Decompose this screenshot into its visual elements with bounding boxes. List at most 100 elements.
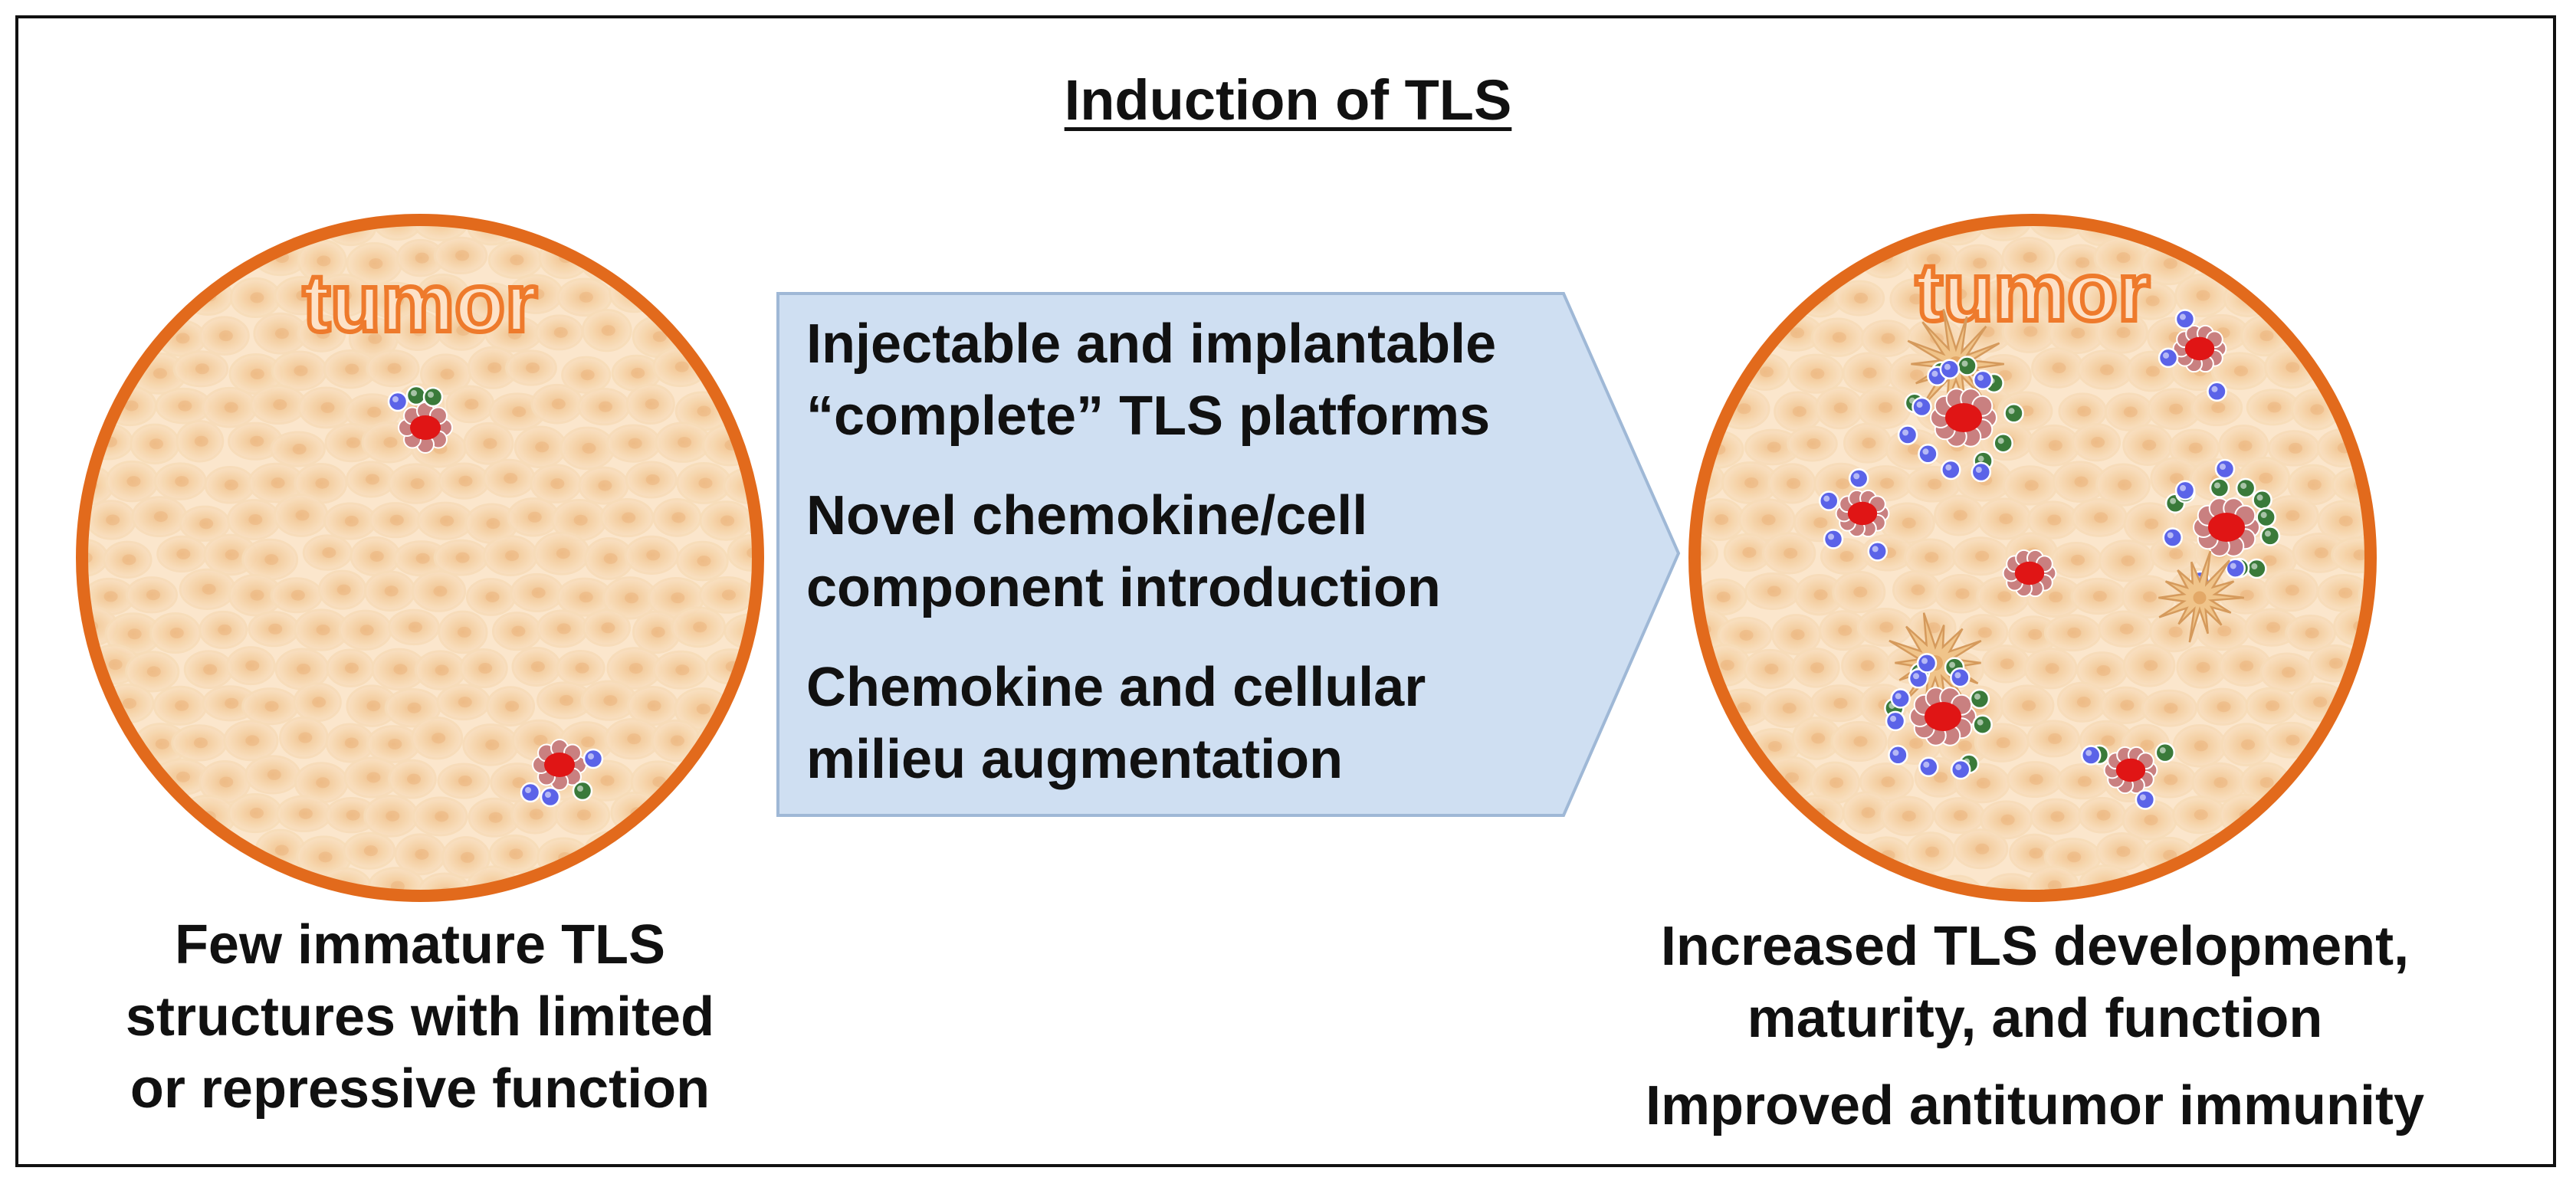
cell-nucleus [488, 812, 503, 823]
tissue-cell [85, 835, 111, 878]
tissue-cell [1762, 241, 1816, 284]
tissue-cell [1596, 274, 1650, 314]
arrow-shape [776, 292, 1681, 817]
tissue-cell [2364, 223, 2368, 244]
cell-nucleus [718, 735, 733, 746]
cell-nucleus [1976, 777, 1990, 789]
cell-nucleus [622, 512, 636, 523]
cell-nucleus [248, 514, 263, 526]
cell-nucleus [410, 478, 425, 490]
cell-nucleus [697, 556, 711, 567]
cell-nucleus [103, 591, 118, 602]
cell-nucleus [245, 735, 260, 746]
cell-nucleus [126, 843, 141, 854]
tls-core [2115, 758, 2146, 782]
tissue-cell [2095, 311, 2148, 354]
tissue-cell [767, 243, 819, 282]
cell-nucleus [2358, 326, 2368, 338]
tissue-cell [133, 275, 185, 317]
tissue-cell [2214, 223, 2265, 244]
cell-nucleus [179, 847, 194, 858]
cell-nucleus [435, 811, 449, 822]
cell-nucleus [346, 437, 360, 448]
tissue-cell [172, 350, 229, 388]
cell-nucleus [104, 880, 119, 891]
cell-nucleus [264, 700, 279, 712]
tissue-cell [2366, 871, 2368, 893]
t-cell-highlight [1977, 455, 1984, 462]
cell-nucleus [1645, 400, 1659, 411]
cell-nucleus [2164, 703, 2178, 714]
cell-nucleus [1742, 774, 1757, 786]
tissue-cell [1794, 867, 1845, 893]
cell-nucleus [485, 591, 500, 602]
cell-nucleus [478, 663, 493, 674]
cell-nucleus [2050, 811, 2065, 822]
cell-nucleus [651, 258, 665, 270]
cell-nucleus [719, 223, 733, 229]
cell-nucleus [1716, 591, 1731, 602]
b-cell-highlight [2167, 532, 2174, 539]
b-cell [1911, 396, 1932, 418]
cell-nucleus [2410, 701, 2423, 712]
cell-nucleus [1618, 289, 1632, 300]
tissue-cell [2310, 223, 2363, 241]
cell-nucleus [598, 401, 612, 412]
tissue-cell [14, 904, 64, 941]
cell-nucleus [2242, 887, 2256, 893]
cell-nucleus [55, 366, 69, 376]
cell-nucleus [264, 554, 279, 566]
t-cell-highlight [1961, 360, 1968, 367]
cell-nucleus [106, 223, 120, 229]
cell-nucleus [2353, 549, 2368, 561]
cell-nucleus [1741, 254, 1755, 265]
tissue-cell [1839, 869, 1889, 893]
t-cell [405, 385, 427, 406]
cell-nucleus [85, 851, 94, 863]
tissue-cell [1974, 223, 2033, 241]
cell-nucleus [250, 223, 264, 231]
cell-nucleus [720, 515, 735, 526]
cell-nucleus [273, 399, 287, 411]
cell-nucleus [389, 295, 404, 307]
cell-nucleus [1925, 846, 1940, 858]
cell-nucleus [408, 622, 422, 633]
cell-nucleus [2285, 585, 2299, 596]
cell-nucleus [2263, 555, 2277, 566]
tissue-cell [85, 799, 138, 837]
tissue-cell [1605, 358, 1655, 392]
cell-nucleus [579, 592, 593, 603]
cell-nucleus [2338, 587, 2353, 599]
cell-nucleus [798, 918, 812, 929]
dendritic-nucleus [2193, 591, 2207, 605]
cell-nucleus [123, 777, 138, 789]
tissue-cell [85, 346, 133, 389]
t-cell [1957, 356, 1977, 376]
cell-nucleus [2048, 733, 2062, 744]
cell-nucleus [386, 810, 400, 822]
cell-nucleus [1934, 772, 1948, 783]
cell-nucleus [2142, 591, 2157, 602]
cell-nucleus [37, 324, 51, 335]
tls-core [2184, 336, 2215, 361]
cell-nucleus [579, 882, 593, 893]
cell-nucleus [149, 438, 163, 450]
b-cell [2174, 309, 2196, 330]
cell-nucleus [55, 807, 69, 818]
cell-nucleus [315, 477, 330, 489]
tissue-cell [12, 689, 67, 729]
cell-nucleus [14, 512, 28, 523]
cell-nucleus [85, 404, 89, 415]
cell-nucleus [2400, 547, 2414, 558]
cell-nucleus [107, 295, 122, 307]
tissue-cell [2171, 223, 2227, 242]
tissue-cell [85, 280, 86, 317]
cell-nucleus [199, 518, 214, 530]
cell-nucleus [1909, 738, 1924, 749]
cell-nucleus [52, 588, 66, 599]
tissue-cell [2357, 422, 2368, 463]
t-cell [2256, 507, 2276, 528]
tls-core [1847, 501, 1878, 526]
cell-nucleus [2023, 251, 2037, 263]
tissue-cell [2239, 835, 2289, 873]
